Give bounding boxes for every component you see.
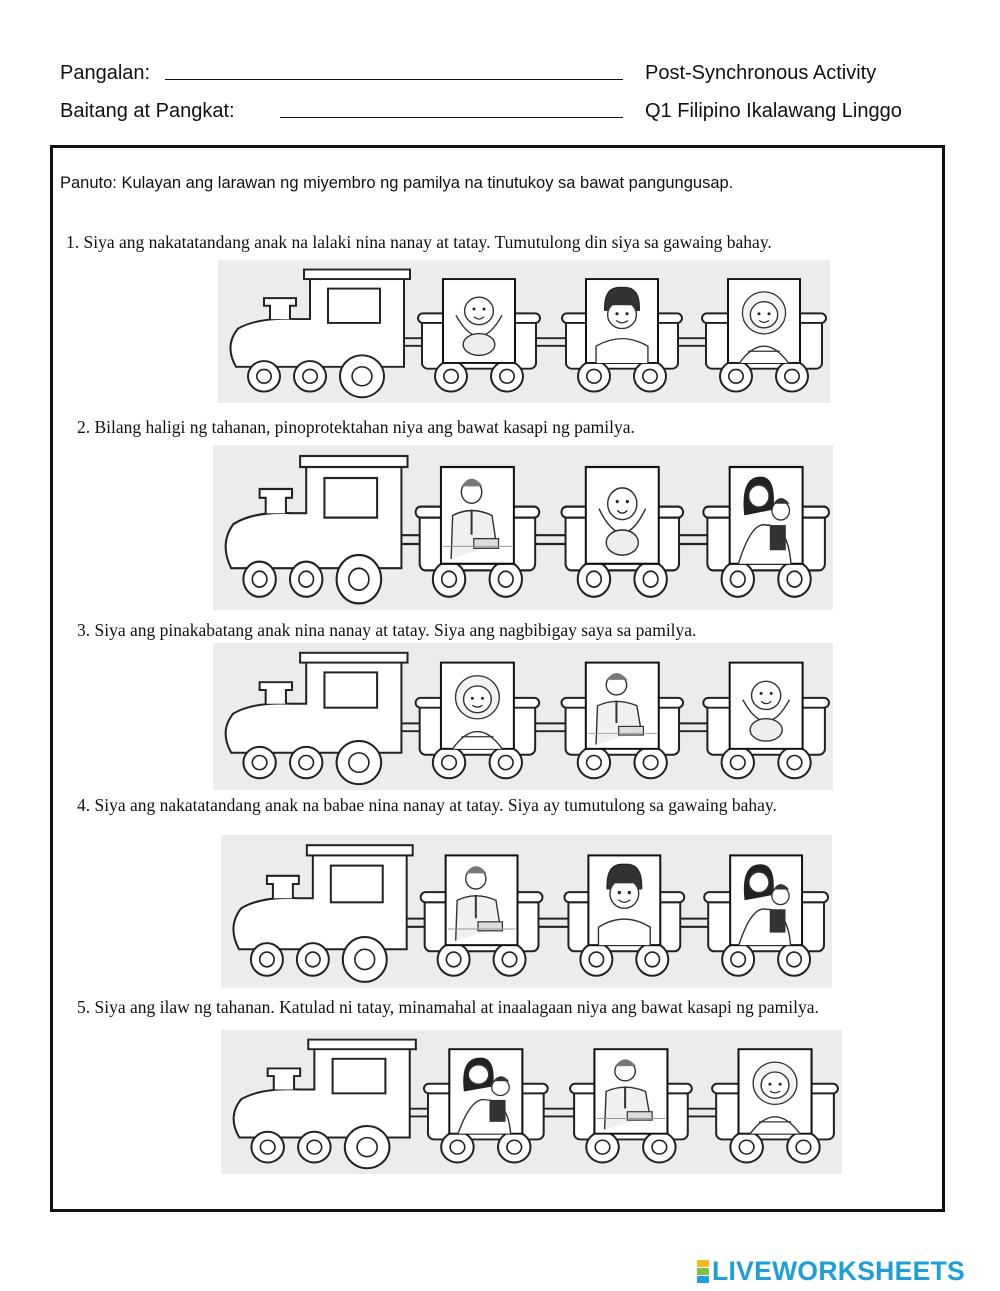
train-drawing (224, 454, 830, 605)
name-label: Pangalan: (60, 62, 151, 84)
question-2-text: 2. Bilang haligi ng tahanan, pinoprotekt… (77, 417, 635, 437)
logo-block-1 (697, 1259, 709, 1267)
question-1-train (218, 260, 830, 403)
girl-icon[interactable] (727, 278, 801, 364)
grade-section-label: Baitang at Pangkat: (60, 100, 235, 122)
baby-icon[interactable] (584, 465, 660, 565)
logo-text: LIVEWORKSHEETS (712, 1255, 966, 1286)
father-icon[interactable] (444, 854, 519, 947)
father-icon[interactable] (584, 661, 660, 750)
father-icon[interactable] (593, 1048, 669, 1135)
boy-icon[interactable] (587, 854, 662, 947)
train-drawing (232, 844, 830, 983)
question-1-text: 1. Siya ang nakatatandang anak na lalaki… (66, 232, 772, 252)
question-2-train (213, 445, 833, 610)
train-drawing (224, 651, 830, 786)
train-drawing (229, 268, 827, 399)
activity-title: Post-Synchronous Activity (645, 62, 877, 84)
baby-icon[interactable] (442, 278, 516, 364)
name-line[interactable] (165, 79, 623, 80)
mother-icon[interactable] (729, 854, 804, 947)
liveworksheets-logo[interactable]: LIVEWORKSHEETS (697, 1256, 965, 1286)
baby-icon[interactable] (728, 661, 804, 750)
logo-block-3 (697, 1275, 709, 1283)
logo-block-2 (697, 1267, 709, 1275)
girl-icon[interactable] (737, 1048, 813, 1135)
mother-icon[interactable] (728, 465, 804, 565)
question-5-train (221, 1030, 842, 1174)
question-4-text: 4. Siya ang nakatatandang anak na babae … (77, 795, 777, 815)
question-5-text: 5. Siya ang ilaw ng tahanan. Katulad ni … (77, 997, 819, 1017)
mother-icon[interactable] (448, 1048, 524, 1135)
worksheet-frame (50, 145, 945, 1212)
question-3-train (213, 643, 833, 790)
boy-icon[interactable] (585, 278, 659, 364)
logo-mark-icon (697, 1259, 709, 1283)
question-4-train (221, 835, 832, 988)
subject-title: Q1 Filipino Ikalawang Linggo (645, 100, 902, 122)
train-drawing (232, 1038, 839, 1170)
grade-section-line[interactable] (280, 117, 623, 118)
girl-icon[interactable] (439, 661, 515, 750)
father-icon[interactable] (439, 465, 515, 565)
instructions: Panuto: Kulayan ang larawan ng miyembro … (60, 174, 734, 192)
question-3-text: 3. Siya ang pinakabatang anak nina nanay… (77, 620, 697, 640)
